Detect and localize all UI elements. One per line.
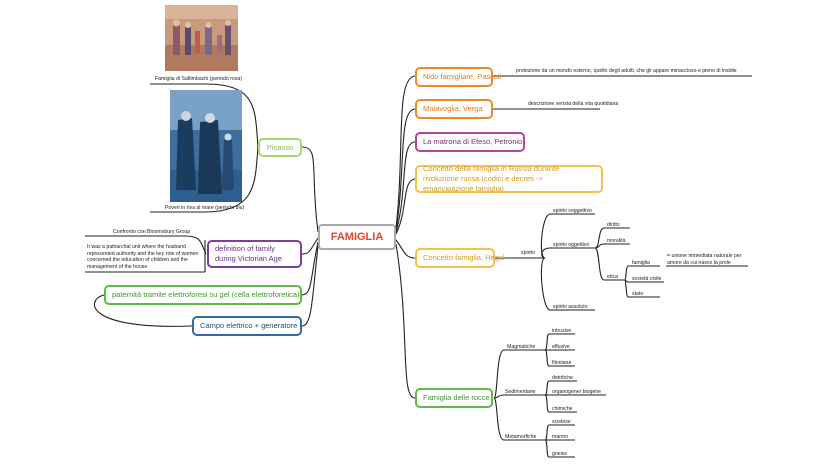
label-famiglia: famiglia [632,260,650,266]
note-bloomsbury: Confronto con Bloomsbury Group [113,229,191,235]
label-spirito-soggettivo: spirito soggettivo [553,208,592,214]
connector-matrona [395,141,416,233]
label-filoniane: filoniane [552,360,572,366]
connector-nido [395,75,416,229]
node-matrona-efeso[interactable]: La matrona di Efeso, Petronio [415,132,525,152]
note-victorian-definition: It was a patriarchal unit where the husb… [87,244,199,270]
label-spirito-oggettivo: spirito oggettivo [553,242,590,248]
label-chimiche: chimiche [552,406,573,412]
note-nido: protezione da un mondo esterno, quello d… [516,68,737,74]
note-famiglia: = unione immediata naturale per amore da… [667,253,742,266]
label-marmo: marmo [552,434,569,440]
connector-malavoglia [395,108,416,231]
label-scistose: scistose [552,419,571,425]
node-nido-famigliare[interactable]: Nido famigliare, Pascoli [415,67,501,87]
note-malavoglia: descrizione verista della vita quotidian… [528,101,619,107]
node-paternita-elettroforesi[interactable]: paternità tramite elettroforesi su gel (… [104,285,302,305]
label-effusive: effusive [552,344,570,350]
painting-poveri-riva-image [170,90,242,202]
connector-picasso [301,146,319,233]
label-detritiche: detritiche [552,375,574,381]
node-malavoglia[interactable]: Malavoglia, Verga [415,99,493,119]
connector-hegel [395,239,416,259]
label-spirito-assoluto: spirito assoluto [553,304,588,310]
caption-saltimbanchi: Famiglia di Saltimbachi (periodo rosa) [155,76,243,82]
label-gneiss: gneiss [552,451,567,457]
connector-campo [301,245,319,327]
central-topic[interactable]: FAMIGLIA [318,224,396,250]
label-metamorfiche: Metamorfiche [505,434,537,440]
connector-paternita [301,241,319,296]
label-diritto: diritto [607,222,620,228]
label-spirito: spirito [521,250,535,256]
connector-victorian [301,237,319,255]
node-victorian-family[interactable]: definition of family during Victorian Ag… [207,240,302,268]
node-russia[interactable]: Concetto della famiglia in Russia durant… [415,164,603,193]
caption-poveri-riva: Poveri in riva al mare (periodo blu) [165,205,245,211]
connector-rocce [395,243,416,399]
painting-saltimbanchi-image [165,5,238,71]
node-hegel[interactable]: Concetto famiglia, Hegel [415,248,505,268]
label-stato: stato [632,291,644,297]
label-organogene: organogene/ biogene [552,389,602,395]
label-societa-civile: società civile [632,276,662,282]
label-sedimentarie: Sedimentarie [505,389,536,395]
label-etica: etica [607,274,618,280]
label-magmatiche: Magmatiche [507,344,536,350]
label-moralita: moralità [607,238,626,244]
node-famiglia-rocce[interactable]: Famiglia delle rocce [415,388,493,408]
connector-russia [395,178,416,235]
label-intrusive: intrusive [552,328,572,334]
node-picasso[interactable]: Picasso [258,138,302,157]
node-campo-elettrico[interactable]: Campo elettrico + generatore [192,316,302,336]
